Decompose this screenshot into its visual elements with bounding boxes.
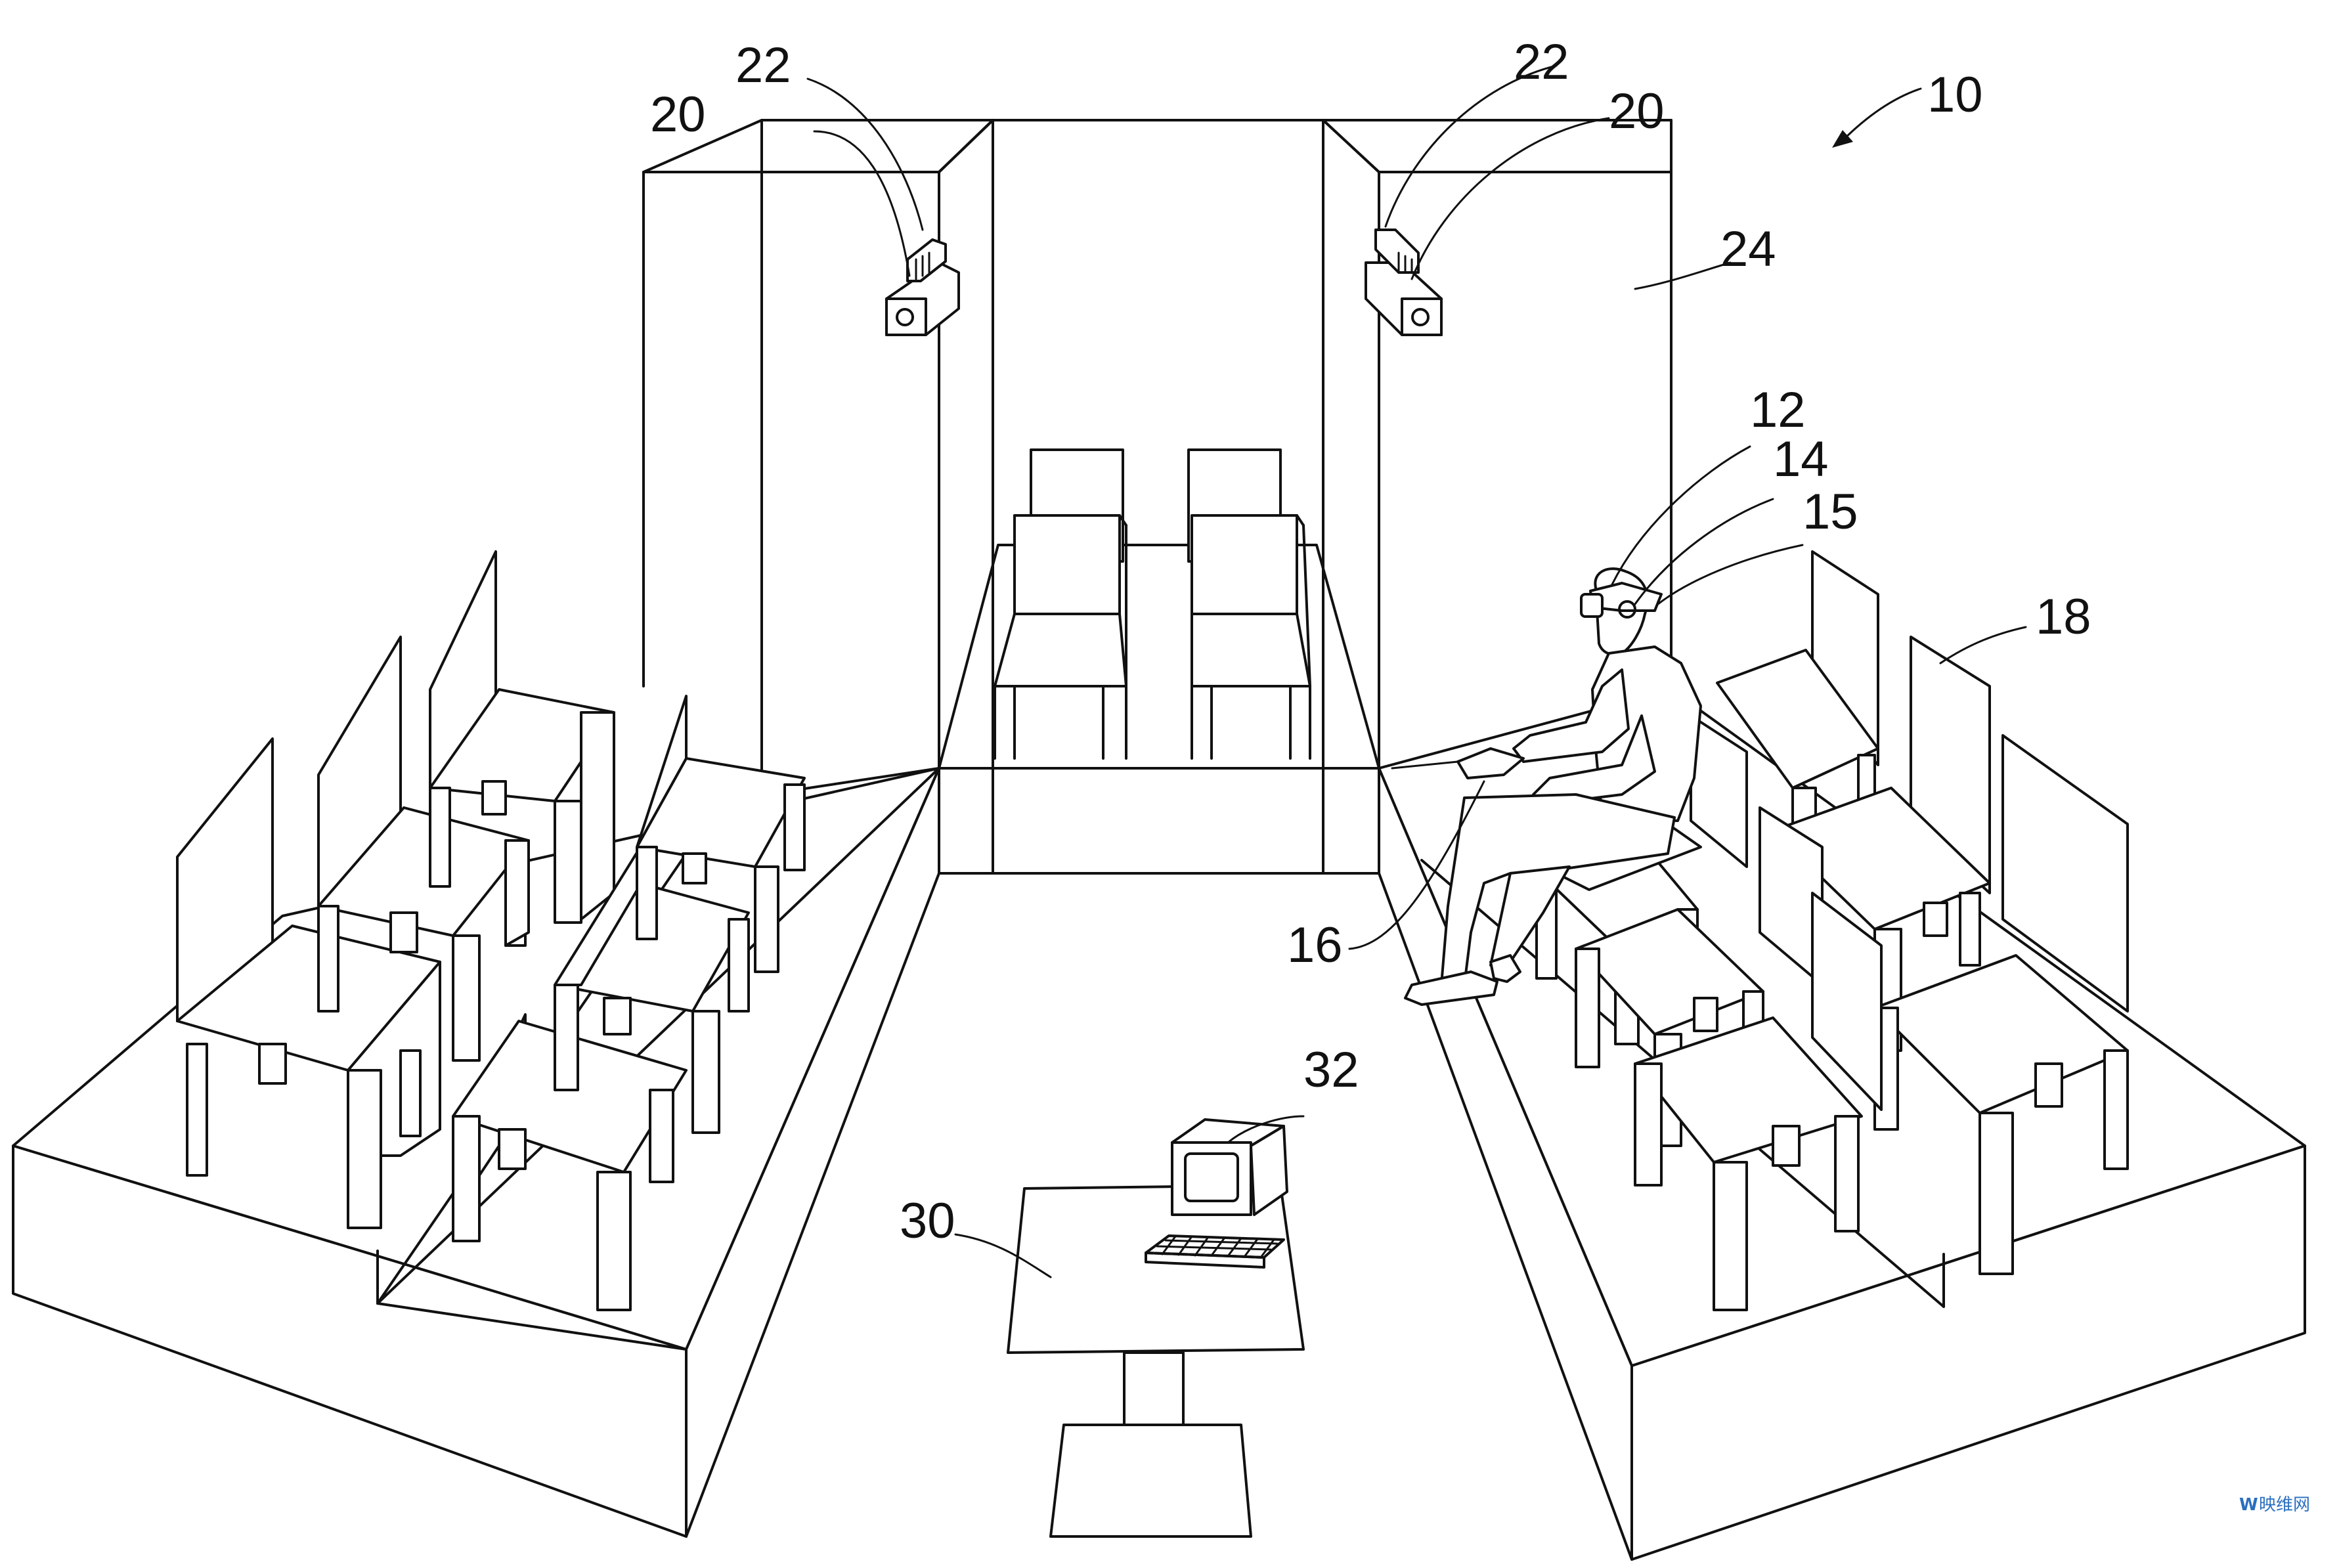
label-30: 30 <box>900 1193 955 1249</box>
seated-user <box>1391 567 1702 1006</box>
label-10: 10 <box>1927 67 1983 123</box>
booth-chairs <box>994 448 1311 760</box>
projector-left <box>885 238 960 336</box>
label-32: 32 <box>1303 1042 1359 1098</box>
reference-numerals: 10 12 14 15 16 18 20 20 22 22 24 30 32 <box>650 34 2091 1249</box>
watermark-text: 映维网 <box>2259 1495 2310 1515</box>
label-16: 16 <box>1287 917 1343 973</box>
label-20-left: 20 <box>650 87 706 142</box>
leader-lines <box>806 64 2027 1278</box>
projector-right <box>1365 229 1443 336</box>
label-22-right: 22 <box>1514 34 1569 90</box>
label-15: 15 <box>1803 484 1858 540</box>
label-18: 18 <box>2036 589 2091 645</box>
label-24: 24 <box>1720 221 1776 277</box>
label-20-right: 20 <box>1609 83 1665 139</box>
label-14: 14 <box>1773 431 1829 487</box>
watermark: W 映维网 <box>2239 1495 2310 1515</box>
label-12: 12 <box>1750 382 1806 438</box>
operator-station <box>1007 1118 1305 1538</box>
right-chairs <box>1535 550 2129 1311</box>
svg-text:W: W <box>2239 1495 2258 1515</box>
left-chairs <box>176 550 806 1311</box>
label-22-left: 22 <box>735 37 791 93</box>
